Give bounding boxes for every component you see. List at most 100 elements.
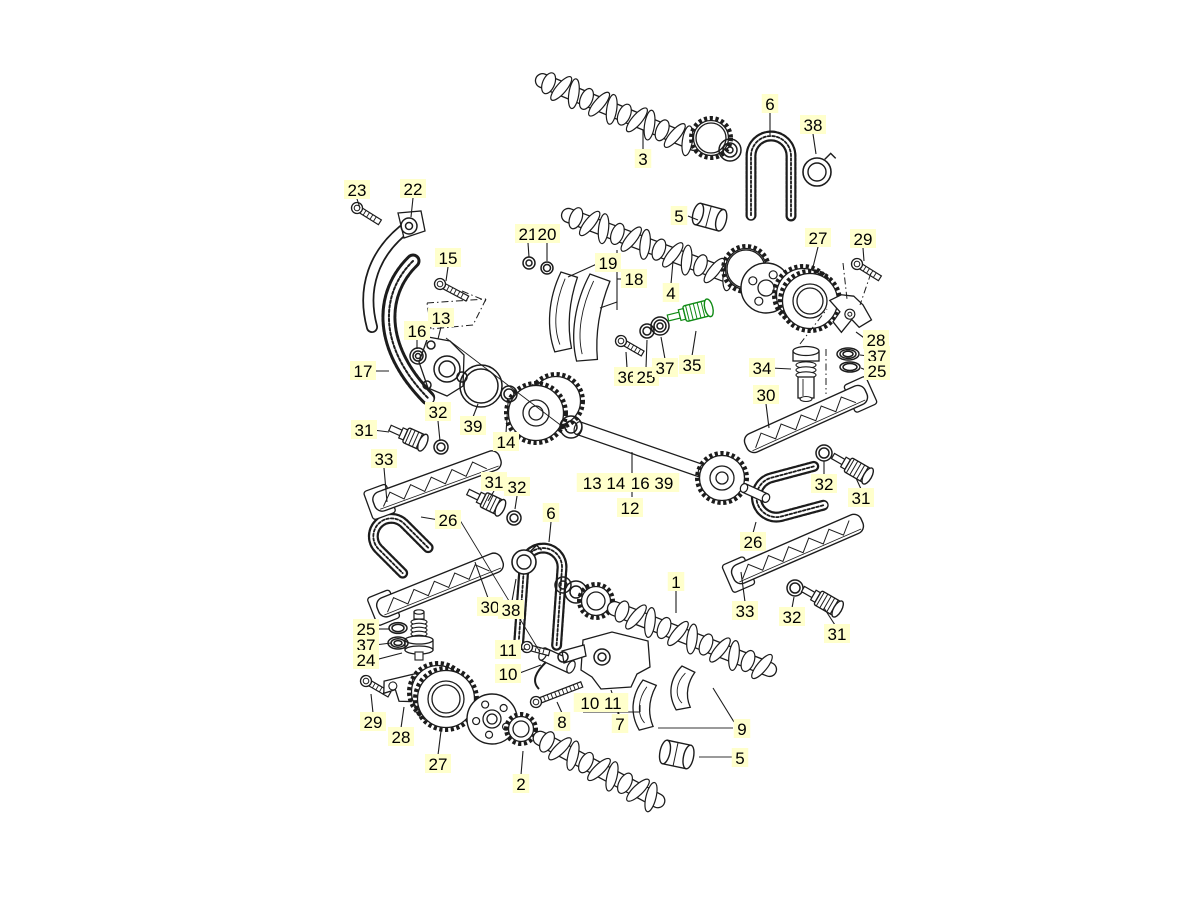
arm-pivot-eye-22 — [400, 217, 418, 235]
part-label-16-39[interactable]: 16 39 — [624, 473, 680, 493]
timing-chain-26-right — [750, 460, 830, 523]
part-label-10-11[interactable]: 10 11 — [573, 693, 629, 713]
part-label-30[interactable]: 30 — [477, 597, 503, 617]
flange-hole-13b — [422, 380, 432, 390]
part-label-31[interactable]: 31 — [848, 488, 874, 508]
part-label-4[interactable]: 4 — [662, 283, 680, 303]
part-label-33[interactable]: 33 — [371, 449, 397, 469]
svg-text:28: 28 — [392, 728, 411, 747]
part-label-37[interactable]: 37 — [652, 358, 678, 378]
svg-text:39: 39 — [464, 417, 483, 436]
o-ring-32-right-lower — [786, 579, 804, 597]
part-label-30[interactable]: 30 — [753, 385, 779, 405]
svg-text:31: 31 — [485, 473, 504, 492]
part-label-14[interactable]: 14 — [493, 432, 519, 452]
o-ring-25-center — [639, 323, 655, 339]
part-label-32[interactable]: 32 — [425, 402, 451, 422]
svg-text:38: 38 — [804, 116, 823, 135]
part-label-34[interactable]: 34 — [749, 358, 775, 378]
part-label-17[interactable]: 17 — [350, 361, 376, 381]
washer-37-right — [836, 347, 860, 361]
part-label-32[interactable]: 32 — [504, 477, 530, 497]
part-label-13-14[interactable]: 13 14 — [576, 473, 632, 493]
part-label-6[interactable]: 6 — [761, 94, 779, 114]
seal-ring-38-bottom — [511, 544, 543, 575]
part-label-27[interactable]: 27 — [805, 228, 831, 248]
slide-rail-33-left — [363, 450, 502, 520]
part-label-25[interactable]: 25 — [864, 361, 890, 381]
part-label-39[interactable]: 39 — [460, 416, 486, 436]
svg-text:2: 2 — [516, 775, 525, 794]
camshaft-1 — [606, 600, 778, 680]
part-label-2[interactable]: 2 — [512, 774, 530, 794]
svg-text:17: 17 — [354, 362, 373, 381]
tensioner-arm-22 — [362, 219, 416, 333]
part-label-25[interactable]: 25 — [353, 619, 379, 639]
o-ring-25-left — [388, 621, 408, 635]
part-label-3[interactable]: 3 — [634, 149, 652, 169]
svg-text:37: 37 — [656, 359, 675, 378]
part-label-32[interactable]: 32 — [779, 607, 805, 627]
part-label-33[interactable]: 33 — [732, 601, 758, 621]
part-label-15[interactable]: 15 — [435, 248, 461, 268]
svg-text:22: 22 — [404, 180, 423, 199]
part-label-19[interactable]: 19 — [595, 253, 621, 273]
part-label-5[interactable]: 5 — [670, 206, 688, 226]
slide-rail-33-right — [721, 513, 865, 593]
part-label-9[interactable]: 9 — [733, 719, 751, 739]
svg-text:29: 29 — [364, 713, 383, 732]
part-label-35[interactable]: 35 — [679, 355, 705, 375]
svg-text:35: 35 — [683, 356, 702, 375]
actuator-pipe-end-7 — [557, 651, 569, 663]
part-label-5[interactable]: 5 — [731, 748, 749, 768]
part-label-16[interactable]: 16 — [404, 321, 430, 341]
o-ring-25-right — [839, 361, 861, 373]
part-label-26[interactable]: 26 — [435, 510, 461, 530]
part-label-32[interactable]: 32 — [811, 474, 837, 494]
part-label-13[interactable]: 13 — [428, 308, 454, 328]
part-label-20[interactable]: 20 — [534, 224, 560, 244]
part-label-18[interactable]: 18 — [621, 269, 647, 289]
o-ring-32-right-upper — [815, 444, 833, 462]
svg-text:6: 6 — [546, 504, 555, 523]
part-label-29[interactable]: 29 — [360, 712, 386, 732]
part-label-31[interactable]: 31 — [351, 420, 377, 440]
svg-text:33: 33 — [375, 450, 394, 469]
part-label-27[interactable]: 27 — [425, 754, 451, 774]
seal-ring-38-top — [802, 152, 837, 187]
part-label-8[interactable]: 8 — [553, 712, 571, 732]
svg-text:29: 29 — [854, 230, 873, 249]
part-label-29[interactable]: 29 — [850, 229, 876, 249]
camshaft-4 — [560, 207, 744, 292]
svg-text:25: 25 — [868, 362, 887, 381]
part-label-12[interactable]: 12 — [617, 498, 643, 518]
part-label-31[interactable]: 31 — [481, 472, 507, 492]
svg-text:3: 3 — [638, 150, 647, 169]
part-label-6[interactable]: 6 — [542, 503, 560, 523]
svg-text:6: 6 — [765, 95, 774, 114]
part-label-1[interactable]: 1 — [667, 572, 685, 592]
part-label-26[interactable]: 26 — [740, 532, 766, 552]
svg-text:34: 34 — [753, 359, 772, 378]
part-label-22[interactable]: 22 — [400, 179, 426, 199]
part-label-28[interactable]: 28 — [863, 330, 889, 350]
solenoid-wire-10 — [534, 661, 547, 690]
chain-tensioner-24 — [404, 609, 434, 661]
part-label-38[interactable]: 38 — [800, 115, 826, 135]
svg-text:31: 31 — [355, 421, 374, 440]
part-label-11[interactable]: 11 — [495, 640, 521, 660]
part-label-10[interactable]: 10 — [495, 664, 521, 684]
part-label-7[interactable]: 7 — [611, 714, 629, 734]
svg-text:26: 26 — [744, 533, 763, 552]
svg-text:4: 4 — [666, 284, 675, 303]
part-label-23[interactable]: 23 — [344, 180, 370, 200]
svg-text:25: 25 — [637, 368, 656, 387]
washer-20 — [540, 261, 554, 275]
part-label-31[interactable]: 31 — [824, 624, 850, 644]
part-label-28[interactable]: 28 — [388, 727, 414, 747]
svg-text:32: 32 — [783, 608, 802, 627]
part-label-24[interactable]: 24 — [353, 650, 379, 670]
nut-16 — [409, 347, 427, 365]
part-label-38[interactable]: 38 — [498, 600, 524, 620]
